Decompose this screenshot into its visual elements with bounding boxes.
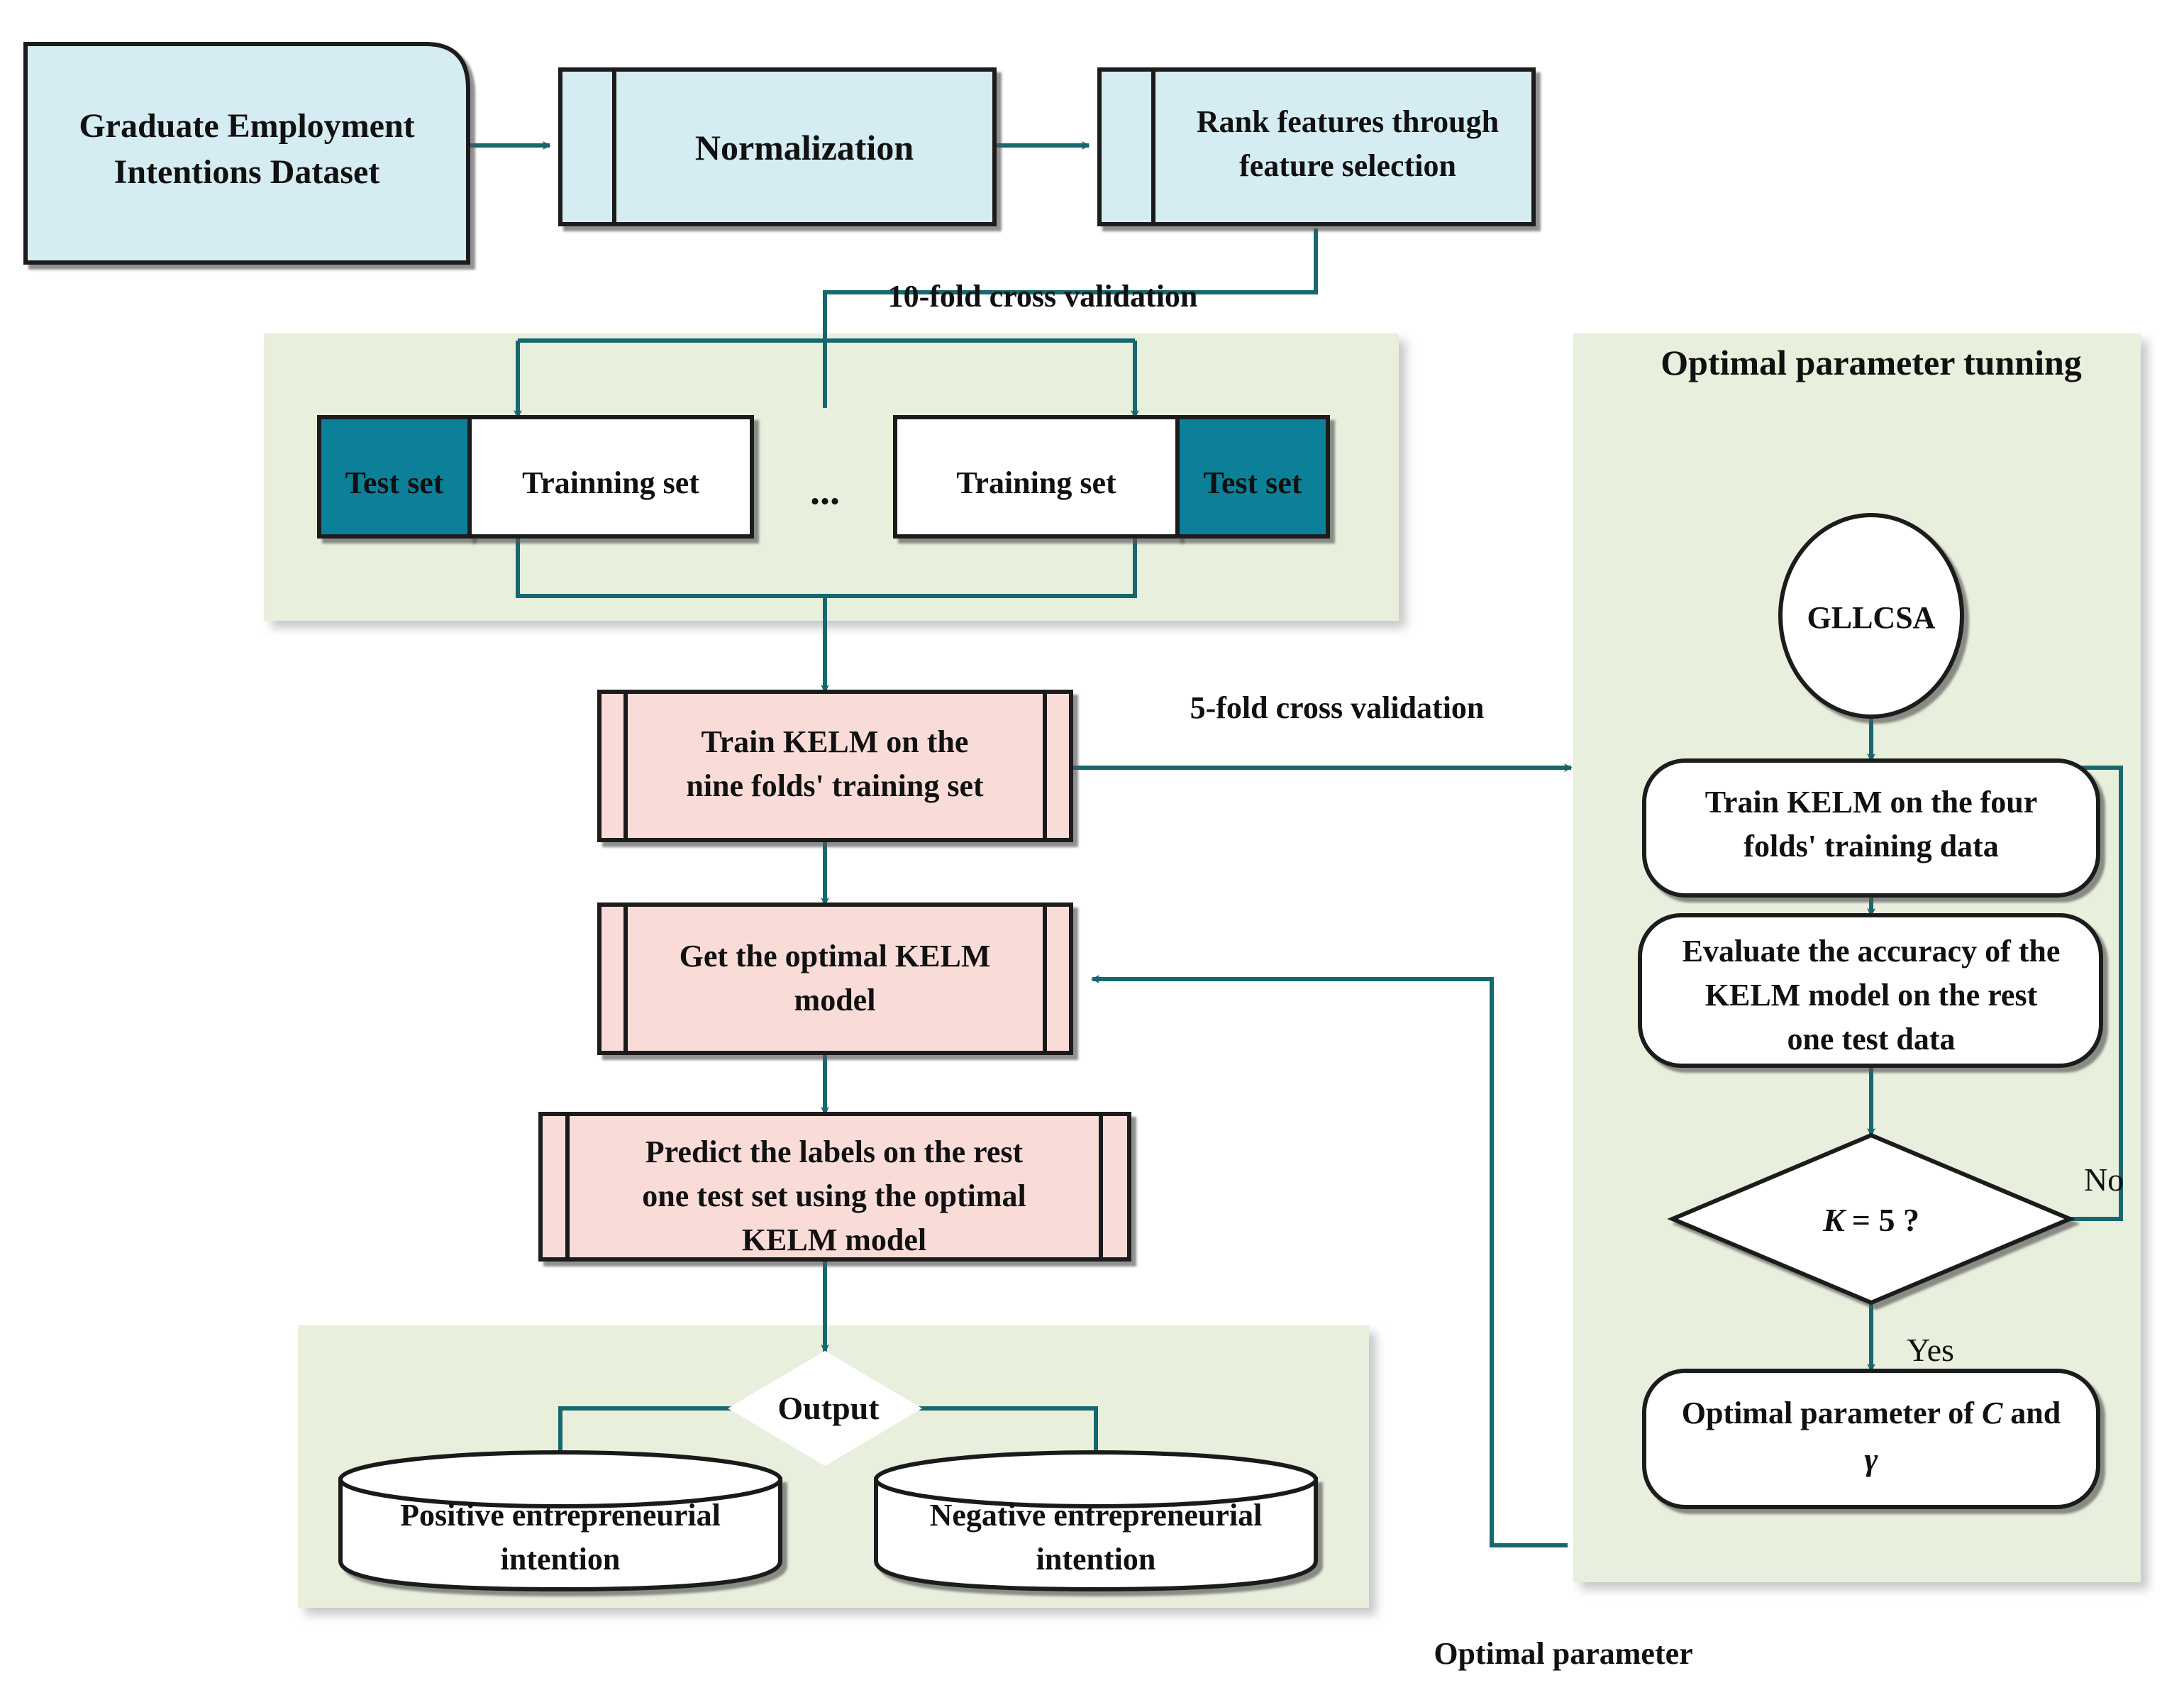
fold-ellipsis: ... — [810, 469, 840, 513]
k-equals-5-decision[interactable]: K= 5 ? — [1667, 1132, 2075, 1306]
train-kelm-nine-node[interactable]: Train KELM on the nine folds' training s… — [597, 690, 1073, 842]
tuning-panel-title: Optimal parameter tunning — [1661, 343, 2082, 382]
negative-intention-cylinder[interactable]: Negative entrepreneurial intention — [874, 1450, 1318, 1592]
negative-intention-label-line1: Negative entrepreneurial — [930, 1498, 1263, 1533]
fold-right-training-label: Training set — [956, 465, 1116, 500]
dataset-label-line1: Graduate Employment — [79, 107, 414, 145]
rank-features-label-line1: Rank features through — [1197, 104, 1499, 139]
negative-intention-label-line2: intention — [1036, 1542, 1156, 1577]
connectors — [468, 141, 2123, 1547]
output-decision-node[interactable]: Output — [728, 1350, 922, 1467]
predict-labels-label-line1: Predict the labels on the rest — [645, 1135, 1024, 1169]
fold-left-training-label: Trainning set — [522, 465, 699, 500]
gllcsa-node[interactable]: GLLCSA — [1778, 513, 1964, 719]
edge-optimal-param-feedback — [1091, 975, 1568, 1547]
fold-right-test-set[interactable] — [1175, 415, 1330, 539]
train-kelm-four-label-line1: Train KELM on the four — [1705, 785, 2038, 819]
fold-left-test-set[interactable] — [317, 415, 472, 539]
edge-rank-to-split — [823, 228, 1318, 408]
optimal-parameter-label-line1: Optimal parameter of C and — [1682, 1396, 2061, 1430]
edge-label-yes: Yes — [1907, 1332, 1954, 1368]
optimal-parameter-node[interactable]: Optimal parameter of C and γ — [1642, 1369, 2100, 1509]
predict-labels-node[interactable]: Predict the labels on the rest one test … — [538, 1112, 1131, 1262]
evaluate-accuracy-label-line3: one test data — [1787, 1022, 1955, 1056]
evaluate-accuracy-label-line1: Evaluate the accuracy of the — [1683, 934, 2061, 968]
output-label: Output — [777, 1390, 880, 1426]
normalization-label: Normalization — [695, 128, 914, 167]
dataset-node[interactable]: Graduate Employment Intentions Dataset — [23, 42, 470, 265]
positive-intention-label-line2: intention — [501, 1542, 621, 1577]
edge-output-to-negative — [899, 1406, 1100, 1459]
fold-right[interactable]: Training set Test set — [893, 415, 1330, 539]
train-kelm-four-node[interactable]: Train KELM on the four folds' training d… — [1642, 758, 2100, 898]
train-kelm-nine-label-line1: Train KELM on the — [702, 724, 969, 759]
predict-labels-label-line2: one test set using the optimal — [642, 1179, 1026, 1213]
optimal-parameter-label-line2: γ — [1864, 1441, 1878, 1477]
fold-right-test-label: Test set — [1204, 465, 1302, 500]
fold-left-training-set[interactable] — [467, 415, 754, 539]
get-optimal-kelm-label-line1: Get the optimal KELM — [680, 939, 991, 973]
k-equals-5-label: K= 5 ? — [1822, 1202, 1919, 1238]
evaluate-accuracy-node[interactable]: Evaluate the accuracy of the KELM model … — [1638, 913, 2103, 1068]
k-rest: = 5 ? — [1852, 1202, 1919, 1238]
dataset-label-line2: Intentions Dataset — [114, 153, 380, 191]
gllcsa-label: GLLCSA — [1807, 600, 1936, 635]
fold-left-test-label: Test set — [345, 465, 444, 500]
fold-left[interactable]: Test set Trainning set — [317, 415, 754, 539]
evaluate-accuracy-label-line2: KELM model on the rest — [1705, 978, 2038, 1012]
normalization-node[interactable]: Normalization — [558, 67, 997, 226]
train-kelm-four-label-line2: folds' training data — [1744, 829, 1998, 863]
positive-intention-label-line1: Positive entrepreneurial — [400, 1498, 721, 1533]
positive-intention-cylinder[interactable]: Positive entrepreneurial intention — [338, 1450, 782, 1592]
edge-label-5-fold: 5-fold cross validation — [1190, 690, 1485, 725]
train-kelm-nine-label-line2: nine folds' training set — [686, 768, 984, 803]
predict-labels-label-line3: KELM model — [742, 1222, 926, 1257]
k-symbol: K — [1822, 1202, 1847, 1238]
get-optimal-kelm-label-line2: model — [794, 983, 876, 1017]
edge-label-10-fold: 10-fold cross validation — [888, 279, 1198, 314]
edge-label-optimal-parameter: Optimal parameter — [1434, 1636, 1692, 1671]
rank-features-label-line2: feature selection — [1239, 148, 1456, 183]
edge-output-to-positive — [556, 1406, 752, 1459]
optimal-parameter-text-a: Optimal parameter of — [1682, 1396, 1982, 1430]
get-optimal-kelm-node[interactable]: Get the optimal KELM model — [597, 903, 1073, 1055]
fold-right-training-set[interactable] — [893, 415, 1180, 539]
edge-label-no: No — [2084, 1161, 2124, 1198]
optimal-parameter-text-c: and — [2002, 1396, 2061, 1430]
c-symbol: C — [1982, 1396, 2003, 1430]
rank-features-node[interactable]: Rank features through feature selection — [1097, 67, 1536, 226]
